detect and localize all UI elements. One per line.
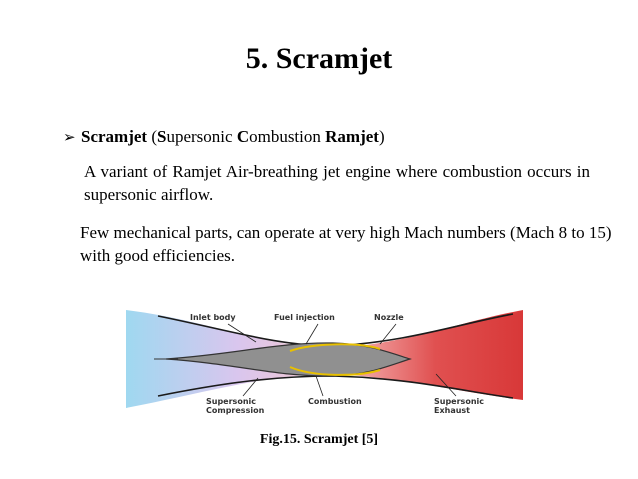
arrow-bullet-icon: ➢ [63, 128, 76, 146]
paren-close: ) [378, 127, 385, 146]
label-nozzle: Nozzle [374, 313, 404, 322]
label-fuel-injection: Fuel injection [274, 313, 335, 322]
label-inlet-body: Inlet body [190, 313, 236, 322]
bullet-scramjet: ➢ Scramjet (Supersonic Combustion Ramjet) [63, 127, 385, 147]
figure-caption: Fig.15. Scramjet [5] [259, 432, 379, 447]
slide-title: 5. Scramjet [245, 42, 393, 75]
label-supersonic-compression-2: Compression [206, 406, 265, 415]
paragraph-variant: A variant of Ramjet Air-breathing jet en… [84, 162, 590, 204]
inlet-body [165, 342, 412, 377]
label-combustion: Combustion [308, 397, 362, 406]
text-ombustion: ombustion [249, 127, 326, 146]
text-upersonic: upersonic [166, 127, 237, 146]
paren-open: ( [147, 127, 157, 146]
word-ramjet: Ramjet [325, 127, 379, 146]
letter-s: S [157, 127, 167, 146]
bullet-term: Scramjet [81, 127, 148, 146]
label-supersonic-compression-1: Supersonic [206, 397, 256, 406]
label-supersonic-exhaust-2: Exhaust [434, 406, 470, 415]
letter-c: C [236, 127, 250, 146]
paragraph-mechanical: Few mechanical parts, can operate at ver… [80, 223, 612, 265]
combustion-zone [289, 343, 381, 376]
label-supersonic-exhaust-1: Supersonic [434, 397, 484, 406]
scramjet-diagram: Inlet body Fuel injection Nozzle Superso… [118, 300, 528, 420]
